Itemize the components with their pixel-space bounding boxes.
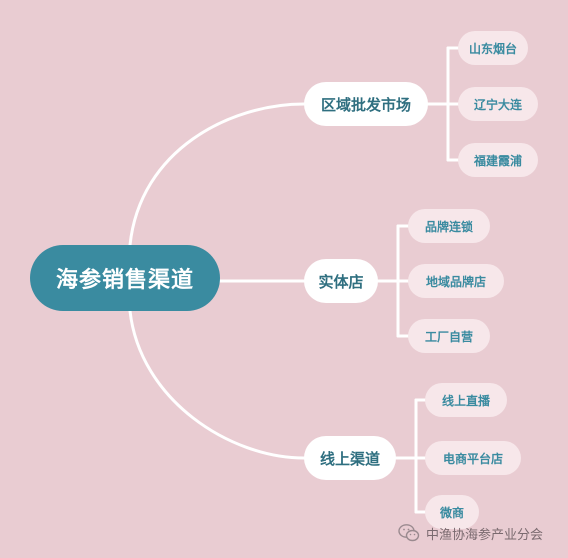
branch-label: 实体店	[318, 272, 364, 291]
watermark: 中渔协海参产业分会	[398, 521, 543, 545]
leaf-label: 微商	[439, 505, 464, 520]
leaf-node: 电商平台店	[425, 441, 521, 475]
root-node: 海参销售渠道	[30, 245, 220, 311]
branch-node-retail: 实体店	[304, 259, 378, 303]
leaf-label: 工厂自营	[424, 329, 473, 344]
leaf-node: 工厂自营	[408, 319, 490, 353]
watermark-text: 中渔协海参产业分会	[426, 527, 544, 543]
leaf-label: 山东烟台	[468, 41, 517, 56]
leaf-label: 辽宁大连	[473, 97, 522, 112]
leaf-node: 地域品牌店	[408, 264, 504, 298]
leaf-node: 品牌连锁	[408, 209, 490, 243]
leaf-label: 福建霞浦	[473, 153, 522, 168]
leaf-node: 线上直播	[425, 383, 507, 417]
leaf-label: 电商平台店	[442, 451, 503, 466]
leaf-node: 微商	[425, 495, 479, 529]
leaf-label: 线上直播	[441, 393, 490, 408]
root-label: 海参销售渠道	[55, 268, 194, 293]
leaf-node: 辽宁大连	[458, 87, 538, 121]
wechat-icon	[398, 524, 420, 542]
branch-node-wholesale: 区域批发市场	[304, 82, 428, 126]
leaf-node: 山东烟台	[458, 31, 528, 65]
leaf-label: 地域品牌店	[425, 274, 486, 289]
leaf-label: 品牌连锁	[424, 219, 473, 234]
leaf-node: 福建霞浦	[458, 143, 538, 177]
branch-label: 区域批发市场	[320, 95, 411, 114]
branch-label: 线上渠道	[319, 449, 380, 468]
branch-node-online: 线上渠道	[304, 436, 396, 480]
